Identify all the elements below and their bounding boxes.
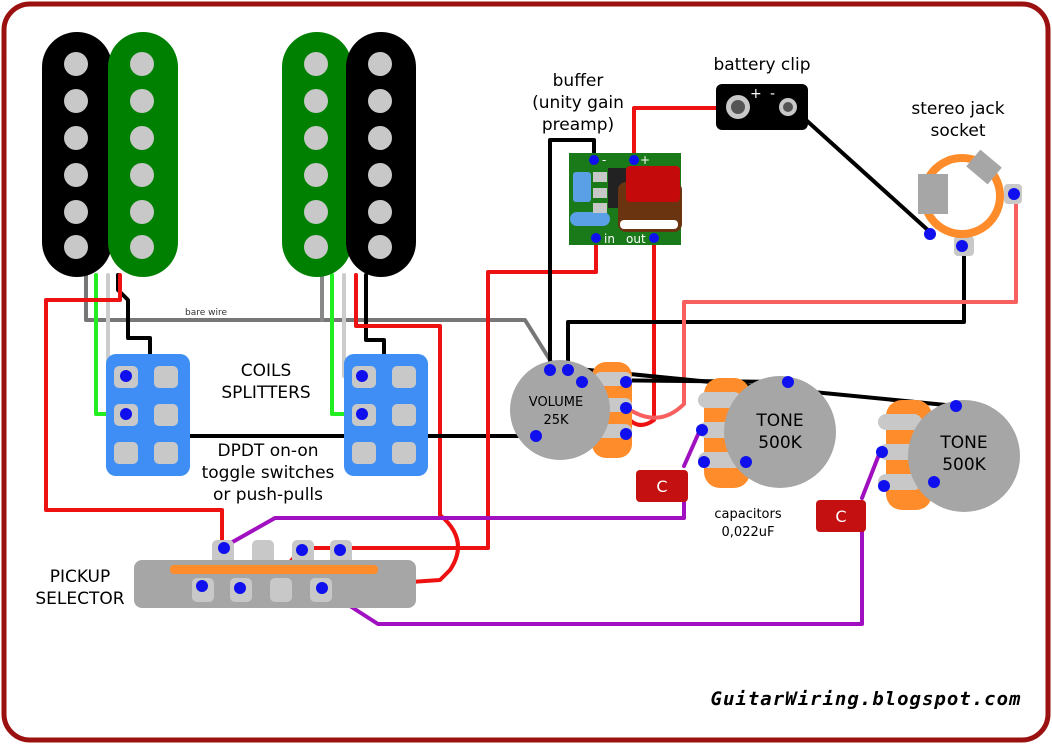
jack-label-line2: socket (931, 121, 986, 141)
tone2-label-line2: 500K (942, 455, 986, 475)
red-wire-buffer-out (628, 236, 656, 427)
volume-label-line2: 25K (543, 413, 569, 428)
purple-wire-cap1 (220, 496, 686, 550)
capacitors-label-line2: 0,022uF (722, 525, 775, 540)
bare-wire (84, 268, 557, 370)
tone-pot-1 (698, 376, 836, 488)
black-wire-battery-minus (804, 118, 932, 234)
solder-joints (120, 155, 1020, 594)
red-wire-to-buffer-in (338, 236, 598, 550)
battery-clip: + - (716, 84, 808, 130)
dpdt-label-line2: toggle switches (202, 463, 335, 483)
capacitor-2-label: C (835, 507, 846, 526)
coils-label-line1: COILS (241, 361, 292, 381)
neck-humbucker (282, 32, 416, 277)
coil-split-switch-neck (344, 354, 428, 476)
pcb-out-label: out (626, 232, 646, 246)
tone2-label-line1: TONE (939, 433, 987, 453)
tone1-label-line2: 500K (758, 433, 802, 453)
coil-split-switch-bridge (106, 354, 190, 476)
battery-minus-label: - (770, 86, 775, 102)
pcb-minus-label: - (602, 153, 606, 167)
pickup-selector-label-line2: SELECTOR (35, 589, 124, 609)
brand-watermark: GuitarWiring.blogspot.com (711, 688, 1022, 710)
bridge-humbucker (42, 32, 178, 277)
bare-wire-label: bare wire (185, 308, 227, 318)
dpdt-label-line1: DPDT on-on (217, 441, 318, 461)
pcb-in-label: in (604, 232, 615, 246)
salmon-wire-jack-tip (628, 192, 1018, 420)
pickup-coil-black (346, 32, 416, 277)
coils-label-line2: SPLITTERS (221, 383, 310, 403)
dpdt-label-line3: or push-pulls (213, 485, 323, 505)
red-wire-bridge (44, 273, 224, 550)
capacitor-1: C (636, 470, 688, 502)
red-wire-battery-plus (632, 106, 726, 162)
volume-label-line1: VOLUME (529, 395, 583, 410)
pickup-coil-black (42, 32, 112, 277)
tone1-label-line1: TONE (755, 411, 803, 431)
pickup-selector-label-line1: PICKUP (50, 567, 111, 587)
pickup-coil-green (282, 32, 352, 277)
pcb-plus-label: + (640, 153, 650, 167)
capacitor-1-label: C (656, 477, 667, 496)
buffer-label-line3: preamp) (542, 115, 614, 135)
buffer-pcb: - + in out (569, 153, 682, 246)
battery-clip-label: battery clip (713, 55, 810, 75)
buffer-label-line1: buffer (553, 71, 604, 91)
pickup-selector-switch (134, 540, 416, 608)
black-wire-jack-ground (566, 242, 966, 370)
black-wire-buffer-ground (548, 138, 596, 370)
red-wire-neck (320, 273, 460, 590)
capacitor-2: C (816, 500, 866, 532)
battery-plus-label: + (750, 86, 762, 102)
buffer-label-line2: (unity gain (532, 93, 624, 113)
jack-label-line1: stereo jack (911, 99, 1004, 119)
pickup-coil-green (108, 32, 178, 277)
capacitors-label-line1: capacitors (714, 507, 781, 522)
